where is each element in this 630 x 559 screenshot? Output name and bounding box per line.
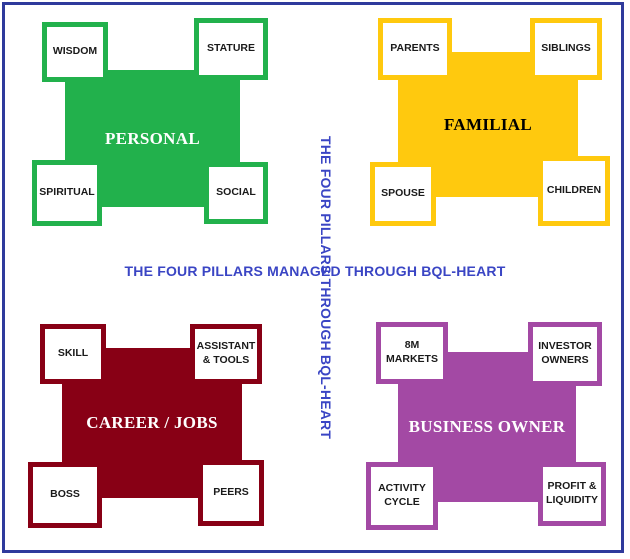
business-title: BUSINESS OWNER (408, 417, 566, 436)
familial-item-parents: PARENTS (378, 18, 452, 80)
familial-item-siblings: SIBLINGS (530, 18, 602, 80)
business-item-profit-liquidity: PROFIT & LIQUIDITY (538, 462, 606, 526)
personal-item-social: SOCIAL (204, 162, 268, 224)
career-title: CAREER / JOBS (86, 413, 218, 432)
center-vertical-label: THE FOUR PILLARS THROUGH BQL-HEART (318, 136, 334, 440)
career-item-peers: PEERS (198, 460, 264, 526)
familial-title: FAMILIAL (443, 114, 533, 134)
business-item-8m-markets: 8M MARKETS (376, 322, 448, 384)
career-item-assistant-tools: ASSISTANT & TOOLS (190, 324, 262, 384)
career-item-skill: SKILL (40, 324, 106, 384)
career-item-boss: BOSS (28, 462, 102, 528)
business-item-investor-owners: INVESTOR OWNERS (528, 322, 602, 386)
center-horizontal-label: THE FOUR PILLARS MANAGED THROUGH BQL-HEA… (124, 263, 506, 279)
diagram-frame (2, 2, 624, 553)
familial-item-children: CHILDREN (538, 156, 610, 226)
familial-item-spouse: SPOUSE (370, 162, 436, 226)
personal-item-stature: STATURE (194, 18, 268, 80)
personal-item-spiritual: SPIRITUAL (32, 160, 102, 226)
business-item-activity-cycle: ACTIVITY CYCLE (366, 462, 438, 530)
personal-title: PERSONAL (105, 128, 200, 148)
personal-item-wisdom: WISDOM (42, 22, 108, 82)
